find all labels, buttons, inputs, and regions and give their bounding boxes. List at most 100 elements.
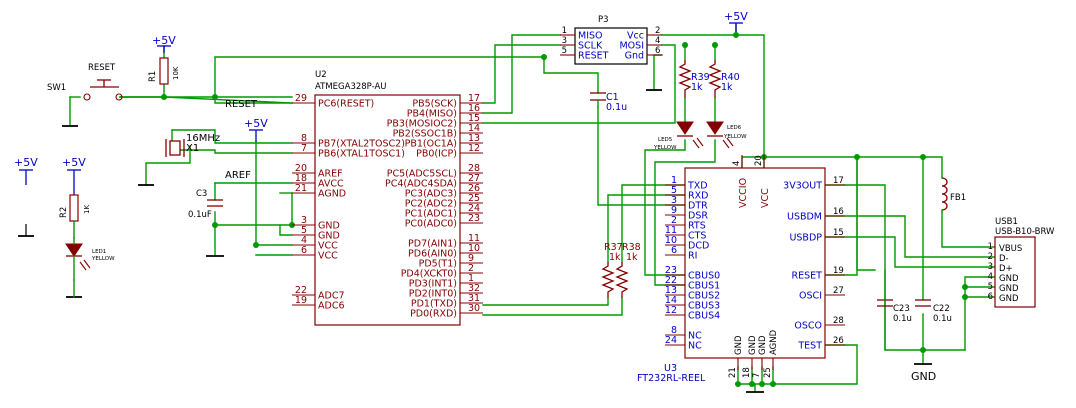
- pin-number: 16: [468, 103, 480, 114]
- vcc-label: +5V: [62, 156, 86, 169]
- r2-resistor: R2 1K: [59, 194, 91, 239]
- c3-value: 0.1uF: [188, 210, 212, 220]
- c23-ref: C23: [893, 304, 910, 314]
- pin-name: MISO: [578, 31, 603, 42]
- pin-number: 25: [468, 193, 480, 204]
- usb1-value: USB-B10-BRW: [995, 227, 1055, 237]
- r38-ref: R38: [622, 242, 641, 253]
- pin-name: DCD: [688, 241, 709, 252]
- c22-ref: C22: [933, 304, 950, 314]
- r1-ref: R1: [148, 71, 158, 82]
- pin-number: 15: [833, 228, 844, 238]
- pin-number: 2: [988, 252, 993, 262]
- r2-value: 1K: [83, 205, 91, 214]
- pin-number: 12: [665, 305, 677, 316]
- pin-name: PC5(ADC5SCL): [387, 169, 457, 180]
- u3-ref: U3: [664, 363, 677, 374]
- pin-name: GND: [734, 335, 744, 355]
- pin-name: TEST: [797, 341, 822, 352]
- pin-name: PC3(ADC3): [405, 189, 457, 200]
- pin-name: PC0(ADC0): [405, 219, 457, 230]
- vcc-symbol-standalone: +5V: [14, 156, 38, 185]
- pin-number: 2: [468, 263, 474, 274]
- sw1-value: RESET: [88, 63, 116, 73]
- fb1-ref: FB1: [950, 193, 966, 203]
- pin-name: PD4(XCKT0): [401, 269, 457, 280]
- c3-ref: C3: [196, 189, 207, 199]
- pin-name: Vcc: [627, 31, 644, 42]
- c1-capacitor: C1 0.1u: [590, 92, 627, 113]
- pin-number: 22: [295, 285, 307, 296]
- pin-number: 4: [301, 235, 307, 246]
- pin-name: PD5(T1): [419, 259, 457, 270]
- vcc-label: +5V: [152, 34, 176, 47]
- pin-name: GND: [999, 274, 1019, 284]
- pin-number: 18: [295, 173, 307, 184]
- r37-resistor: R37 1k: [601, 242, 623, 298]
- pin-name: SCLK: [578, 41, 603, 52]
- usb1-ref: USB1: [995, 217, 1018, 227]
- pin-name: PB6(XTAL1TOSC1): [318, 149, 405, 160]
- pin-number: 10: [468, 243, 480, 254]
- pin-name: NC: [688, 341, 702, 352]
- pin-number: 5: [562, 46, 567, 56]
- pin-number: 20: [754, 155, 764, 166]
- pin-number: 24: [665, 335, 677, 346]
- pin-name: CTS: [688, 231, 706, 242]
- x1-ref: X1: [186, 143, 199, 154]
- c22-value: 0.1u: [933, 314, 952, 324]
- r1-resistor: R1 10K: [148, 57, 180, 85]
- pin-number: 26: [833, 336, 844, 346]
- vcc-label: +5V: [724, 10, 748, 23]
- pin-name: DSR: [688, 211, 708, 222]
- pin-number: 32: [468, 283, 480, 294]
- pin-name: OSCI: [799, 291, 822, 302]
- pin-number: 23: [665, 265, 677, 276]
- pin-name: VCCIO: [738, 178, 749, 208]
- pin-name: MOSI: [619, 41, 644, 52]
- pin-number: 28: [833, 316, 844, 326]
- pin-number: 2: [655, 26, 660, 36]
- vcc-symbol-p3: +5V: [724, 10, 748, 32]
- vcc-symbol-u2: +5V: [244, 117, 268, 142]
- led1-value: YELLOW: [91, 256, 115, 262]
- pin-number: 13: [665, 285, 677, 296]
- led1: LED1 YELLOW: [65, 237, 115, 281]
- r39-resistor: R39 1k: [678, 60, 710, 98]
- x1-crystal: 16MHz X1: [165, 133, 220, 157]
- pin-number: 8: [301, 133, 307, 144]
- pin-number: 22: [665, 275, 677, 286]
- led6: LED6 YELLOW: [706, 121, 747, 149]
- pin-name: AREF: [318, 169, 343, 180]
